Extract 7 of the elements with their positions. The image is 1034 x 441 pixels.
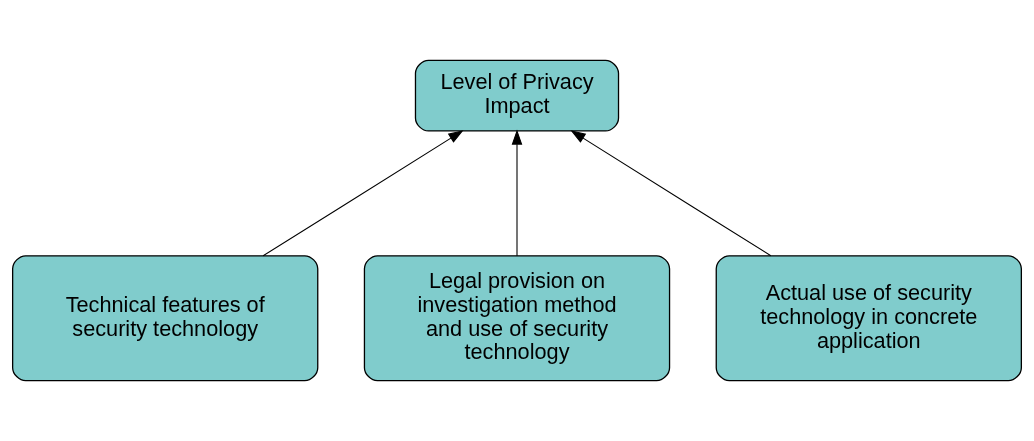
node-box: Legal provision on investigation method and use of security technology (363, 255, 671, 382)
arrow (511, 129, 523, 257)
node-box: Technical features of security technology (12, 255, 319, 382)
arrow (570, 130, 772, 257)
node-box: Level of Privacy Impact (414, 59, 620, 132)
node-box: Actual use of security technology in concrete application (715, 255, 1022, 382)
arrow (262, 130, 464, 257)
